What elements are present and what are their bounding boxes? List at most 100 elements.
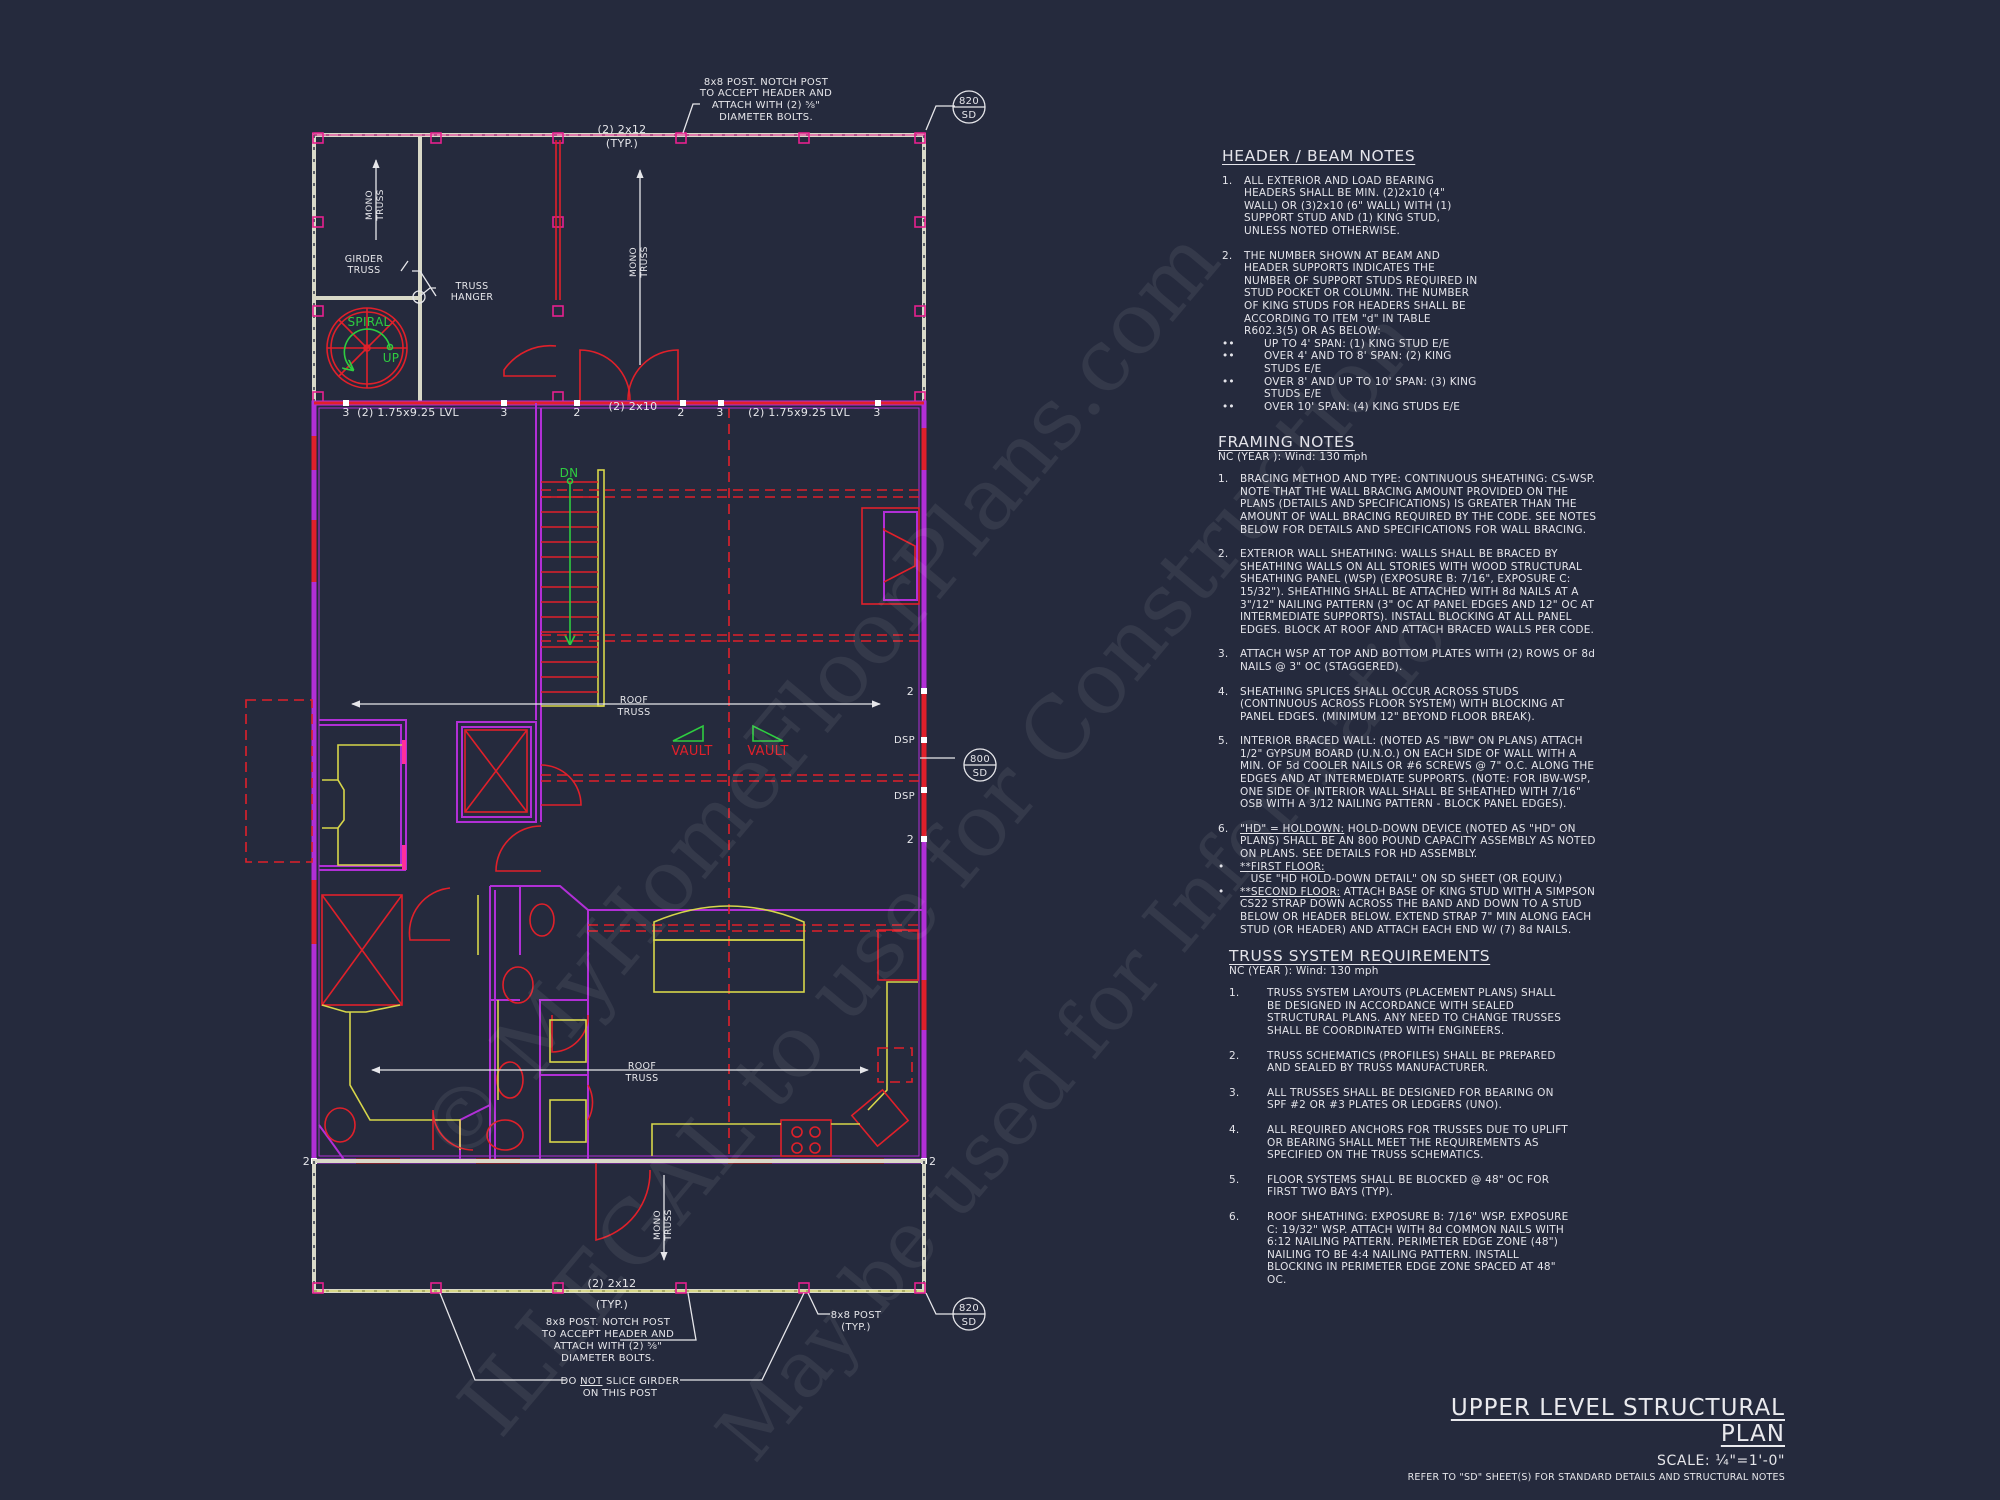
- svg-text:SD: SD: [973, 768, 988, 779]
- framing-note-5: 5.INTERIOR BRACED WALL: (NOTED AS "IBW" …: [1218, 735, 1595, 811]
- svg-text:(2) 1.75x9.25 LVL: (2) 1.75x9.25 LVL: [748, 406, 850, 419]
- truss-note-4: 4.ALL REQUIRED ANCHORS FOR TRUSSES DUE T…: [1229, 1123, 1568, 1162]
- framing-bullet-first-floor: •**FIRST FLOOR: USE "HD HOLD-DOWN DETAIL…: [1218, 860, 1563, 886]
- svg-text:8x8 POST. NOTCH POST: 8x8 POST. NOTCH POST: [546, 1317, 671, 1328]
- header-beam-notes-title: HEADER / BEAM NOTES: [1222, 147, 1416, 165]
- svg-text:ROOF: ROOF: [620, 695, 648, 706]
- framing-note-2: 2.EXTERIOR WALL SHEATHING: WALLS SHALL B…: [1218, 548, 1595, 636]
- dashed-beams: [541, 408, 919, 1156]
- svg-text:2: 2: [929, 1155, 936, 1168]
- svg-text:2: 2: [573, 406, 580, 419]
- svg-text:MONO: MONO: [653, 1210, 663, 1240]
- svg-text:MONO: MONO: [629, 247, 639, 277]
- svg-text:2: 2: [303, 1155, 310, 1168]
- svg-text:TRUSS: TRUSS: [347, 265, 381, 276]
- framing-note-4: 4.SHEATHING SPLICES SHALL OCCUR ACROSS S…: [1218, 685, 1565, 723]
- framing-bullet-second-floor: •**SECOND FLOOR: ATTACH BASE OF KING STU…: [1218, 885, 1596, 936]
- truss-system-requirements: TRUSS SYSTEM REQUIREMENTS NC (YEAR ): Wi…: [1229, 947, 1569, 1298]
- svg-text:8x8 POST. NOTCH POST: 8x8 POST. NOTCH POST: [704, 77, 829, 88]
- svg-text:(2) 2x12: (2) 2x12: [598, 123, 647, 136]
- section-bubbles: [952, 90, 997, 1331]
- svg-text:TRUSS: TRUSS: [625, 1073, 659, 1084]
- svg-text:DIAMETER BOLTS.: DIAMETER BOLTS.: [561, 1353, 655, 1364]
- svg-text:HANGER: HANGER: [451, 292, 494, 303]
- plan-labels: (2) 2x12 (TYP.) 8x8 POST. NOTCH POST TO …: [303, 77, 990, 1399]
- framing-notes-subtitle: NC (YEAR ): Wind: 130 mph: [1218, 450, 1368, 463]
- interior-walls: [318, 403, 924, 1162]
- truss-note-1: 1.TRUSS SYSTEM LAYOUTS (PLACEMENT PLANS)…: [1229, 987, 1562, 1037]
- svg-text:SD: SD: [962, 110, 977, 121]
- left-fixtures: [321, 729, 594, 1151]
- svg-text:UP: UP: [383, 351, 400, 365]
- framing-note-3: 3.ATTACH WSP AT TOP AND BOTTOM PLATES WI…: [1218, 648, 1596, 673]
- spiral-stair: [326, 307, 408, 389]
- header-beam-notes: HEADER / BEAM NOTES 1. ALL EXTERIOR AND …: [1222, 147, 1482, 413]
- header-note-1: 1. ALL EXTERIOR AND LOAD BEARING HEADERS…: [1222, 174, 1452, 237]
- post-markers-top: [312, 132, 926, 403]
- svg-text:DSP: DSP: [894, 791, 915, 802]
- svg-text:(TYP.): (TYP.): [596, 1298, 628, 1311]
- svg-text:820: 820: [959, 96, 979, 107]
- truss-note-6: 6.ROOF SHEATHING: EXPOSURE B: 7/16" WSP.…: [1229, 1210, 1569, 1286]
- svg-text:DIAMETER BOLTS.: DIAMETER BOLTS.: [719, 112, 813, 123]
- svg-text:(TYP.): (TYP.): [606, 137, 638, 150]
- svg-text:ROOF: ROOF: [628, 1061, 656, 1072]
- svg-text:(2) 2x10: (2) 2x10: [609, 400, 658, 413]
- svg-text:DSP: DSP: [894, 735, 915, 746]
- svg-text:ATTACH WITH (2) ⅝": ATTACH WITH (2) ⅝": [712, 100, 820, 111]
- truss-note-5: 5.FLOOR SYSTEMS SHALL BE BLOCKED @ 48" O…: [1229, 1173, 1550, 1199]
- truss-requirements-title: TRUSS SYSTEM REQUIREMENTS: [1229, 947, 1491, 965]
- svg-text:GIRDER: GIRDER: [345, 254, 384, 265]
- framing-note-1: 1.BRACING METHOD AND TYPE: CONTINUOUS SH…: [1218, 473, 1597, 536]
- svg-text:TRUSS: TRUSS: [455, 281, 489, 292]
- svg-text:3: 3: [873, 406, 880, 419]
- svg-text:TO ACCEPT HEADER AND: TO ACCEPT HEADER AND: [699, 88, 832, 99]
- main-stair: [541, 469, 605, 707]
- deck-doors: [503, 344, 679, 401]
- truss-note-3: 3.ALL TRUSSES SHALL BE DESIGNED FOR BEAR…: [1229, 1086, 1554, 1112]
- svg-text:DO NOT SLICE GIRDER: DO NOT SLICE GIRDER: [560, 1376, 679, 1387]
- svg-text:(TYP.): (TYP.): [841, 1322, 870, 1333]
- truss-requirements-subtitle: NC (YEAR ): Wind: 130 mph: [1229, 964, 1379, 977]
- framing-notes-title: FRAMING NOTES: [1218, 433, 1355, 451]
- svg-text:2: 2: [907, 685, 914, 698]
- svg-text:820: 820: [959, 1303, 979, 1314]
- bottom-deck-frame: [312, 1159, 926, 1294]
- svg-text:DN: DN: [560, 466, 579, 480]
- svg-text:ATTACH WITH (2) ⅝": ATTACH WITH (2) ⅝": [554, 1341, 662, 1352]
- svg-text:TRUSS: TRUSS: [664, 1209, 674, 1241]
- framing-notes: FRAMING NOTES NC (YEAR ): Wind: 130 mph …: [1218, 433, 1598, 936]
- kitchen: [651, 905, 919, 1157]
- svg-text:3: 3: [716, 406, 723, 419]
- svg-text:TO ACCEPT HEADER AND: TO ACCEPT HEADER AND: [541, 1329, 674, 1340]
- svg-text:TRUSS: TRUSS: [376, 189, 386, 221]
- svg-text:(2) 2x12: (2) 2x12: [588, 1277, 637, 1290]
- svg-text:SPIRAL: SPIRAL: [348, 315, 391, 329]
- svg-text:TRUSS: TRUSS: [617, 707, 651, 718]
- title-block: UPPER LEVEL STRUCTURAL PLAN SCALE: ¼"=1'…: [1400, 1395, 1785, 1483]
- header-bullet-1: ••UP TO 4' SPAN: (1) KING STUD E/E: [1222, 337, 1450, 350]
- svg-text:(2) 1.75x9.25 LVL: (2) 1.75x9.25 LVL: [357, 406, 459, 419]
- svg-text:MONO: MONO: [365, 190, 375, 220]
- svg-text:ON THIS POST: ON THIS POST: [583, 1388, 658, 1399]
- framing-note-6: 6."HD" = HOLDOWN: HOLD-DOWN DEVICE (NOTE…: [1218, 822, 1596, 861]
- fireplace: [861, 507, 920, 605]
- svg-text:3: 3: [342, 406, 349, 419]
- sheet-scale: SCALE: ¼"=1'-0": [1657, 1453, 1785, 1469]
- truss-note-2: 2.TRUSS SCHEMATICS (PROFILES) SHALL BE P…: [1229, 1049, 1556, 1075]
- header-bullet-4: ••OVER 10' SPAN: (4) KING STUDS E/E: [1222, 400, 1461, 413]
- sheet-reference-note: REFER TO "SD" SHEET(S) FOR STANDARD DETA…: [1407, 1472, 1785, 1483]
- svg-text:8x8 POST: 8x8 POST: [831, 1310, 882, 1321]
- svg-text:2: 2: [677, 406, 684, 419]
- svg-text:VAULT: VAULT: [671, 744, 712, 759]
- sheet-title: UPPER LEVEL STRUCTURAL PLAN: [1450, 1395, 1785, 1447]
- header-bullet-3: ••OVER 8' AND UP TO 10' SPAN: (3) KING S…: [1222, 375, 1477, 401]
- svg-text:800: 800: [970, 754, 990, 765]
- header-bullet-2: ••OVER 4' AND TO 8' SPAN: (2) KING STUDS…: [1222, 350, 1452, 375]
- svg-text:3: 3: [500, 406, 507, 419]
- svg-text:SD: SD: [962, 1317, 977, 1328]
- svg-text:2: 2: [907, 833, 914, 846]
- vault-markers: [672, 724, 784, 742]
- svg-text:TRUSS: TRUSS: [640, 246, 650, 278]
